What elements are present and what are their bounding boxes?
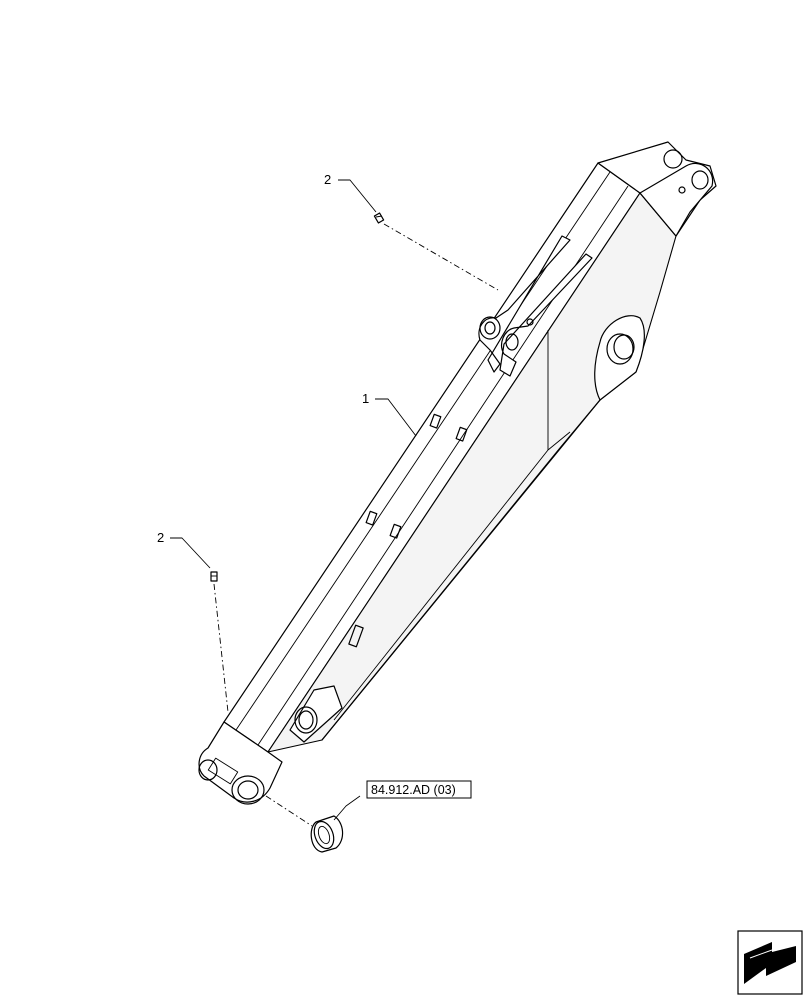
grease-fitting-left — [210, 571, 218, 582]
arrow-icon[interactable] — [737, 930, 803, 995]
grease-fitting-top — [373, 212, 385, 224]
assembly-lines — [213, 223, 499, 827]
callout-part1: 1 — [362, 391, 369, 406]
callout-part2-top: 2 — [324, 172, 331, 187]
reference-label[interactable]: 84.912.AD (03) — [371, 783, 456, 797]
top-slots — [348, 413, 468, 648]
arm-body — [198, 141, 717, 805]
callout-part2-left: 2 — [157, 530, 164, 545]
bushing — [310, 815, 344, 853]
leader-lines — [170, 179, 417, 821]
reference-link[interactable]: 84.912.AD (03) — [366, 780, 472, 799]
